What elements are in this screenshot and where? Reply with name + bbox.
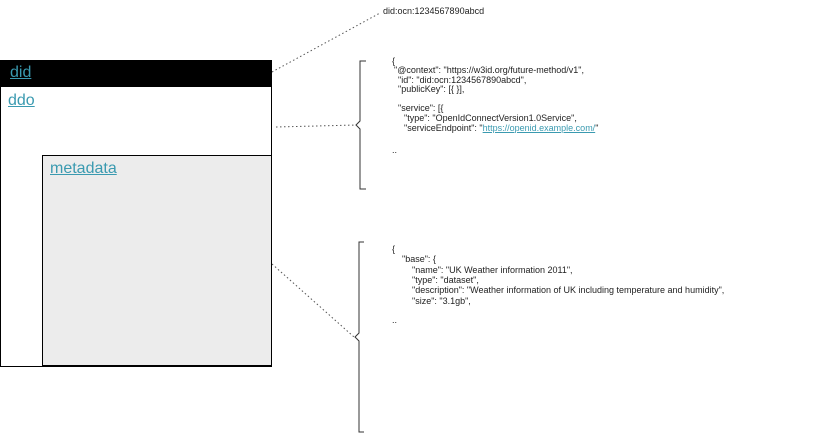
metadata-json-line-3: "name": "UK Weather information 2011", — [412, 265, 573, 275]
metadata-box — [42, 155, 272, 366]
service-endpoint-link[interactable]: https://openid.example.com/ — [482, 123, 596, 133]
brace-ddo — [355, 60, 366, 190]
did-header-bar — [0, 60, 272, 87]
ddo-json-line-5: "service": [{ — [398, 103, 444, 113]
ddo-json-line-7: "serviceEndpoint": "https://openid.examp… — [404, 124, 598, 133]
connector-did — [271, 12, 381, 73]
ddo-json-line-4: "publicKey": [{ }], — [398, 84, 465, 94]
ddo-json-line-6: "type": "OpenIdConnectVersion1.0Service"… — [404, 113, 577, 123]
ddo-json-ellipsis: .. — [392, 145, 398, 155]
did-link[interactable]: did — [10, 64, 32, 81]
brace-metadata — [354, 241, 364, 433]
ddo-json-line-3: "id": "did:ocn:1234567890abcd", — [398, 75, 527, 85]
did-identifier-label: did:ocn:1234567890abcd — [383, 6, 485, 16]
metadata-json-line-5: "description": "Weather information of U… — [412, 285, 725, 295]
service-endpoint-quote: " — [595, 123, 599, 133]
metadata-json-line-1: { — [392, 244, 396, 254]
ddo-json-line-1: { — [392, 56, 396, 66]
connector-ddo — [275, 124, 357, 128]
metadata-json-ellipsis: .. — [392, 315, 398, 325]
connector-metadata — [271, 263, 355, 338]
service-endpoint-key: "serviceEndpoint": " — [404, 123, 483, 133]
metadata-json-line-4: "type": "dataset", — [412, 275, 479, 285]
ddo-json-line-2: "@context": "https://w3id.org/future-met… — [394, 65, 585, 75]
metadata-link[interactable]: metadata — [50, 160, 117, 177]
metadata-json-line-2: "base": { — [402, 254, 436, 264]
metadata-json-line-6: "size": "3.1gb", — [412, 296, 471, 306]
ddo-link[interactable]: ddo — [8, 92, 35, 109]
